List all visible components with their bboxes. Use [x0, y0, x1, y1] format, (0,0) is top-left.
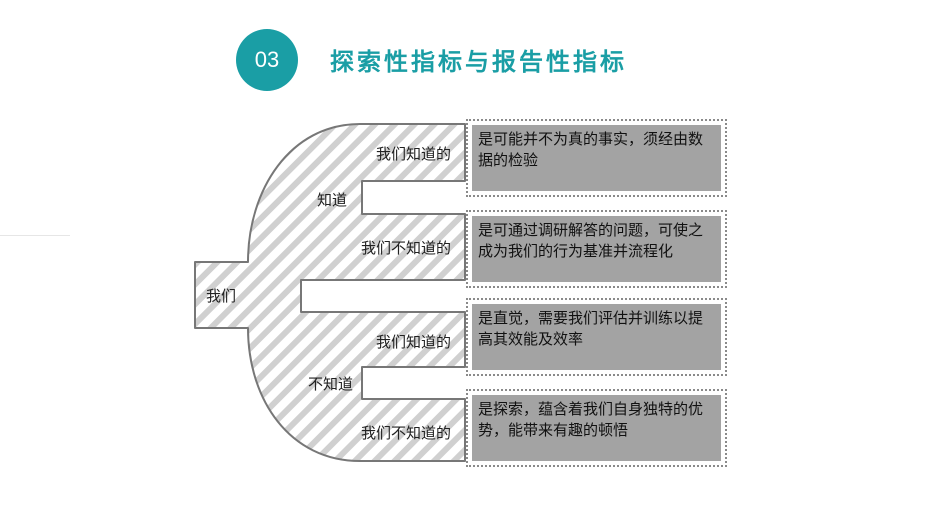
tree-outline — [194, 123, 466, 462]
branch-label-know: 知道 — [317, 191, 348, 209]
root-label: 我们 — [206, 287, 237, 305]
leaf-label: 我们知道的 — [376, 145, 452, 163]
description-box: 是探索，蕴含着我们自身独特的优势，能带来有趣的顿悟 — [466, 389, 727, 467]
description-box: 是直觉，需要我们评估并训练以提高其效能及效率 — [466, 298, 727, 376]
section-number: 03 — [254, 47, 280, 72]
leaf-label: 我们不知道的 — [361, 424, 452, 442]
description-text: 是直觉，需要我们评估并训练以提高其效能及效率 — [472, 304, 721, 370]
section-number-badge: 03 — [236, 29, 298, 91]
description-box: 是可通过调研解答的问题，可使之成为我们的行为基准并流程化 — [466, 210, 727, 288]
leaf-label: 我们不知道的 — [361, 239, 452, 257]
branch-label-not-know: 不知道 — [308, 375, 354, 393]
left-divider — [0, 235, 70, 236]
description-text: 是探索，蕴含着我们自身独特的优势，能带来有趣的顿悟 — [472, 395, 721, 461]
leaf-label: 我们知道的 — [376, 333, 452, 351]
description-text: 是可能并不为真的事实，须经由数据的检验 — [472, 125, 721, 191]
page-title: 探索性指标与报告性指标 — [330, 48, 627, 76]
description-box: 是可能并不为真的事实，须经由数据的检验 — [466, 119, 727, 197]
description-text: 是可通过调研解答的问题，可使之成为我们的行为基准并流程化 — [472, 216, 721, 282]
